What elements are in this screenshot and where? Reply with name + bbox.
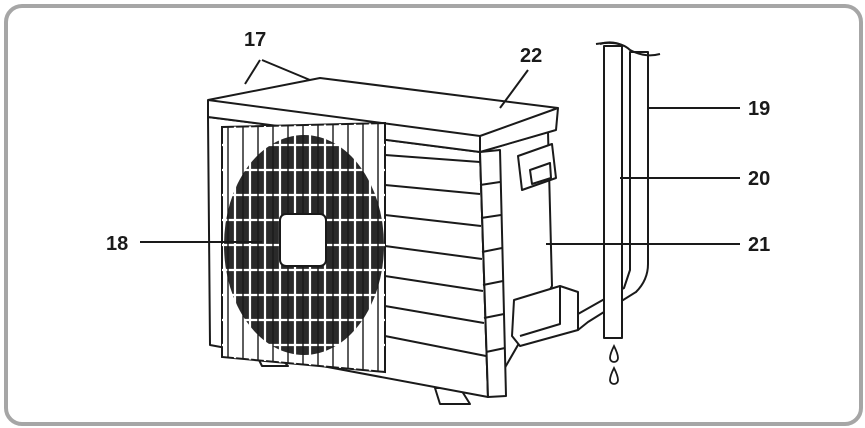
unit-side-handle [517,143,557,191]
callout-19: 19 [748,98,770,120]
callout-22: 22 [520,45,542,67]
callout-21: 21 [748,234,770,256]
water-drops [609,343,619,385]
drain-hose [599,41,625,339]
fan-grille [221,121,386,374]
leader-lines [140,59,740,245]
unit-corner-column [479,149,507,398]
leader-22 [499,69,529,109]
fan-hub [279,213,327,267]
top-panel [207,77,559,153]
leader-17a [244,59,261,85]
callout-20: 20 [748,168,770,190]
callout-17: 17 [244,29,266,51]
leader-17b [261,59,311,81]
callout-18: 18 [106,233,128,255]
